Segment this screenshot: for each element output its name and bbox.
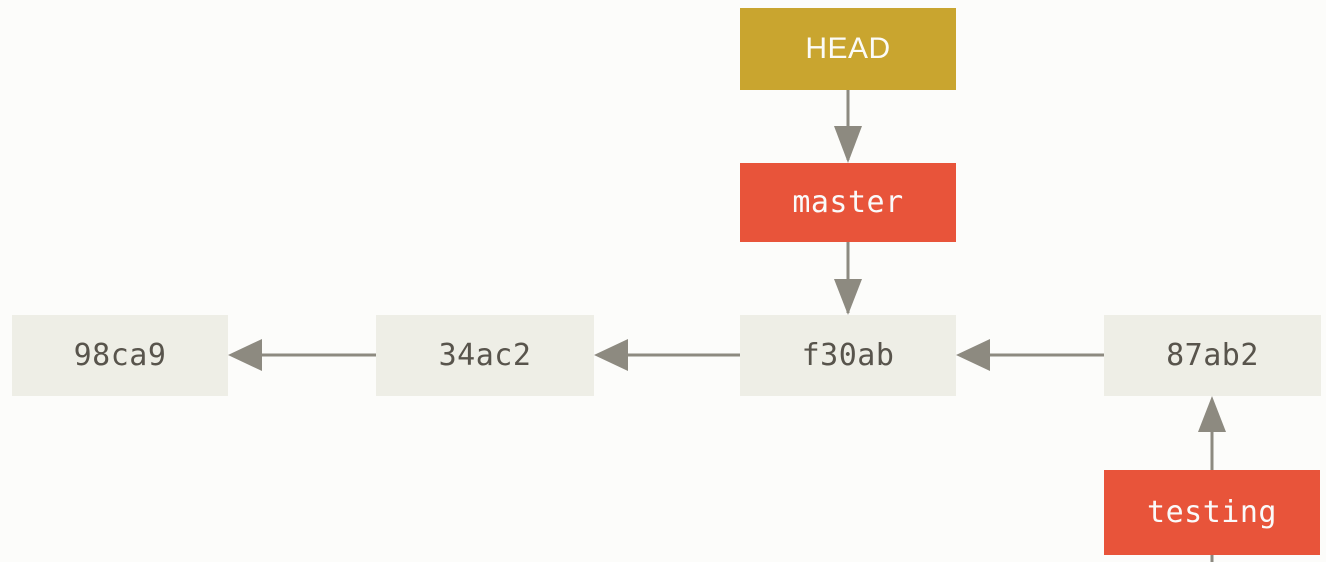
edge-f30ab-to-34ac2 (594, 339, 740, 371)
node-commit-87ab2[interactable]: 87ab2 (1104, 315, 1321, 396)
edge-87ab2-to-f30ab (956, 339, 1104, 371)
node-branch-master[interactable]: master (740, 163, 956, 242)
node-commit-34ac2[interactable]: 34ac2 (376, 315, 594, 396)
edge-34ac2-to-98ca9 (228, 339, 376, 371)
edge-master-to-f30ab (834, 242, 862, 315)
node-branch-testing[interactable]: testing (1104, 470, 1320, 555)
node-commit-f30ab[interactable]: f30ab (740, 315, 956, 396)
node-commit-98ca9[interactable]: 98ca9 (12, 315, 228, 396)
node-head[interactable]: HEAD (740, 8, 956, 90)
edge-head-to-master (834, 90, 862, 163)
